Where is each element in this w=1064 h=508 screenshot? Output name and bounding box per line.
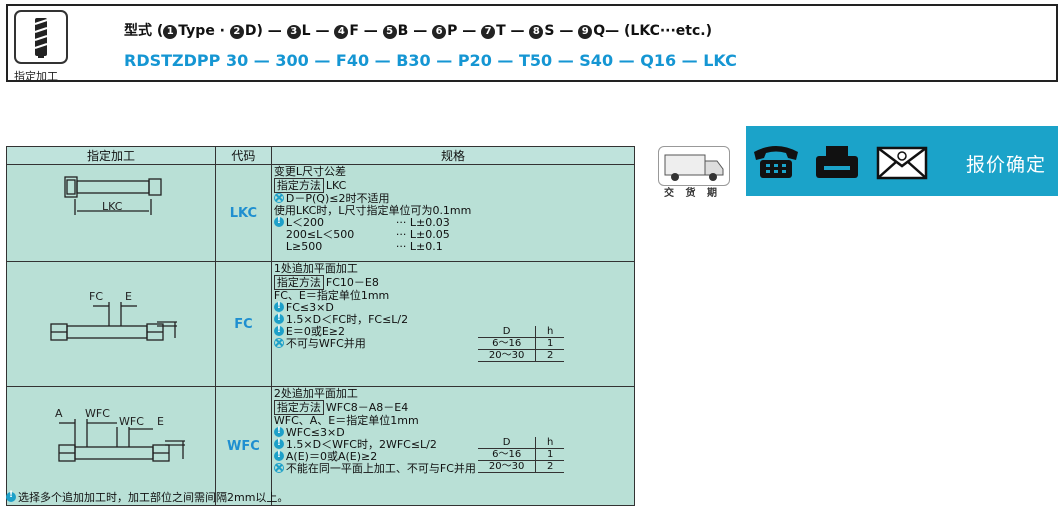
code-cell: LKC — [214, 164, 272, 262]
spec-note: WFC、A、E＝指定单位1mm — [273, 414, 419, 427]
tip-icon — [6, 490, 16, 502]
tip-icon — [273, 425, 284, 437]
spec-note: 使用LKC时，L尺寸指定单位可为0.1mm — [273, 204, 472, 217]
spec-note: FC、E＝指定单位1mm — [273, 289, 390, 302]
phone-icon — [754, 146, 798, 178]
dim-label: WFC — [119, 415, 144, 428]
spec-tip: A(E)＝0或A(E)≥2 — [273, 449, 632, 463]
tip-icon — [273, 312, 284, 324]
dim-label: FC — [89, 290, 103, 303]
dim-label: E — [125, 290, 132, 303]
shaft-diagram-fc: FC E — [6, 261, 216, 387]
quote-label: 报价确定 — [965, 154, 1046, 176]
spec-restriction: 不可与WFC并用 — [273, 338, 632, 350]
drill-icon — [14, 10, 68, 64]
tolerance-row: 200≤L＜500··· L±0.05 — [285, 228, 450, 241]
code-cell: FC — [214, 261, 272, 387]
prohibit-icon — [273, 463, 284, 473]
quote-button[interactable]: 报价确定 — [746, 126, 1058, 196]
model-example: RDSTZDPP 30 — 300 — F40 — B30 — P20 — T5… — [124, 51, 737, 70]
dim-label: WFC — [85, 407, 110, 420]
tip-icon — [273, 449, 284, 461]
dim-label: A — [55, 407, 63, 420]
shaft-diagram-wfc: A WFC WFC E — [6, 386, 216, 506]
tolerance-row: L≥500··· L±0.1 — [285, 240, 443, 253]
format-prefix: 型式 ( — [124, 23, 164, 39]
prohibit-icon — [273, 193, 284, 203]
prohibit-icon — [273, 338, 284, 348]
delivery-label: 交 货 期 — [664, 188, 721, 199]
spec-restriction: 不能在同一平面上加工、不可与FC并用 — [273, 463, 632, 475]
tip-icon — [273, 324, 284, 336]
mail-icon — [876, 146, 928, 180]
spec-tip: 1.5×D＜FC时，FC≤L/2 — [273, 312, 632, 326]
fax-icon — [816, 146, 858, 178]
header-code: 代码 — [214, 146, 272, 165]
spec-tip: E＝0或E≥2 — [273, 324, 632, 338]
tip-icon — [273, 300, 284, 312]
tolerance-row: L＜200··· L±0.03 — [273, 215, 632, 229]
shaft-diagram-lkc: LKC — [6, 164, 216, 262]
footnote: 选择多个追加加工时，加工部位之间需间隔2mm以上。 — [6, 489, 288, 505]
tip-icon — [273, 215, 284, 227]
header-spec: 规格 — [270, 146, 636, 165]
table-header-row: 指定加工 代码 规格 — [6, 146, 636, 165]
delivery-truck-icon[interactable] — [658, 146, 730, 186]
spec-title: 2处追加平面加工 — [273, 387, 358, 400]
dim-label: LKC — [102, 200, 123, 213]
spec-tip: WFC≤3×D — [273, 425, 632, 439]
spec-restriction: D－P(Q)≤2时不适用 — [273, 193, 632, 205]
tip-icon — [273, 437, 284, 449]
format-suffix: (LKC···etc.) — [624, 23, 713, 39]
spec-tip: FC≤3×D — [273, 300, 632, 314]
icon-label: 指定加工 — [14, 70, 58, 83]
spec-title: 变更L尺寸公差 — [273, 165, 347, 178]
dim-label: E — [157, 415, 164, 428]
code-cell: WFC — [214, 386, 272, 506]
header-process: 指定加工 — [6, 146, 216, 165]
spec-title: 1处追加平面加工 — [273, 262, 358, 275]
spec-tip: 1.5×D＜WFC时，2WFC≤L/2 — [273, 437, 632, 451]
